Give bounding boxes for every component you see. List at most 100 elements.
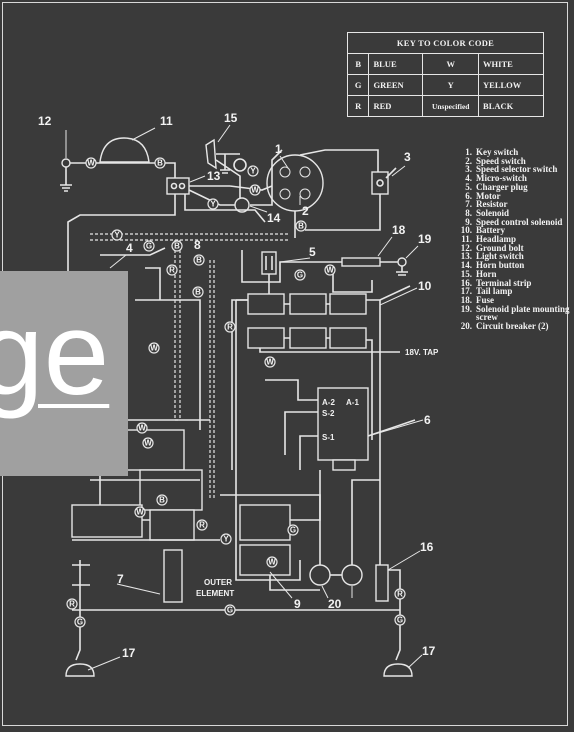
svg-text:W: W [326, 266, 334, 275]
callout-6: 6 [424, 413, 431, 427]
svg-text:W: W [150, 344, 158, 353]
svg-text:W: W [268, 558, 276, 567]
key-color: GREEN [368, 74, 424, 96]
callout-7: 7 [117, 572, 124, 586]
callout-1: 1 [275, 142, 282, 156]
key-code: B [346, 53, 370, 75]
svg-text:B: B [196, 256, 202, 265]
svg-text:W: W [266, 358, 274, 367]
svg-text:G: G [146, 242, 152, 251]
legend-item: 8.Solenoid [465, 207, 510, 218]
svg-text:B: B [157, 159, 163, 168]
legend-item: 19.Solenoid plate mounting screw [460, 303, 570, 323]
key-code: R [346, 95, 370, 117]
svg-text:Y: Y [114, 231, 120, 240]
svg-text:B: B [174, 242, 180, 251]
legend-item: 4.Micro-switch [465, 173, 527, 184]
motor-s1-label: S-1 [322, 433, 335, 442]
callout-15: 15 [224, 111, 238, 125]
motor-a2-label: A-2 [322, 398, 335, 407]
image-overlay-banner: ge [0, 271, 128, 476]
callout-2: 2 [302, 204, 309, 218]
callout-12: 12 [38, 114, 52, 128]
legend-item: 10.Battery [460, 225, 505, 236]
legend-item: 9.Speed control solenoid [465, 216, 563, 227]
svg-text:R: R [199, 521, 205, 530]
svg-text:Y: Y [210, 200, 216, 209]
svg-text:G: G [77, 618, 83, 627]
legend-item: 3.Speed selector switch [465, 164, 558, 175]
key-code: Unspecified [422, 95, 480, 117]
outer-element-label-2: ELEMENT [196, 589, 234, 598]
callout-9: 9 [294, 597, 301, 611]
svg-text:R: R [397, 590, 403, 599]
legend-item: 5.Charger plug [465, 181, 528, 192]
callout-17-left: 17 [122, 646, 136, 660]
color-code-key-table: KEY TO COLOR CODE B BLUE W WHITE G GREEN… [346, 32, 544, 117]
key-row: B BLUE W WHITE [346, 53, 544, 75]
key-code: G [346, 74, 370, 96]
key-row: G GREEN Y YELLOW [346, 74, 544, 96]
legend-item: 13.Light switch [460, 251, 524, 262]
svg-text:R: R [169, 266, 175, 275]
callout-10: 10 [418, 279, 432, 293]
key-code: W [422, 53, 480, 75]
svg-text:W: W [251, 186, 259, 195]
svg-text:B: B [159, 496, 165, 505]
headlamp [98, 137, 152, 164]
legend-item: 11.Headlamp [461, 234, 517, 245]
svg-text:B: B [195, 288, 201, 297]
callout-8: 8 [194, 238, 201, 252]
key-table-title: KEY TO COLOR CODE [347, 32, 544, 54]
key-color: YELLOW [478, 74, 544, 96]
wire-color-tags: W B Y W Y B Y G B B R W B G R W W W W W … [66, 157, 406, 628]
svg-text:W: W [138, 424, 146, 433]
legend-item: 2.Speed switch [465, 155, 526, 166]
key-color: BLUE [368, 53, 424, 75]
callout-20: 20 [328, 597, 342, 611]
callout-14: 14 [267, 211, 281, 225]
legend-item: 6.Motor [465, 190, 501, 201]
legend-item: 20.Circuit breaker (2) [460, 321, 549, 332]
svg-text:R: R [69, 600, 75, 609]
svg-text:G: G [290, 526, 296, 535]
battery-pack [247, 293, 367, 349]
svg-text:G: G [227, 606, 233, 615]
motor-s2-label: S-2 [322, 409, 335, 418]
svg-text:W: W [136, 508, 144, 517]
callout-11: 11 [160, 114, 173, 128]
callout-16: 16 [420, 540, 434, 554]
callout-4: 4 [126, 241, 133, 255]
legend-item: 12.Ground bolt [460, 242, 524, 253]
legend-item: 15.Horn [460, 268, 497, 279]
legend-item: 18.Fuse [460, 294, 494, 305]
legend-item: 16.Terminal strip [460, 277, 532, 288]
key-code: Y [422, 74, 480, 96]
outer-element-label-1: OUTER [204, 578, 232, 587]
overlay-text: ge [0, 288, 110, 420]
key-row: R RED Unspecified BLACK [346, 95, 544, 117]
svg-text:R: R [227, 323, 233, 332]
svg-text:Y: Y [250, 167, 256, 176]
legend-item: 7.Resistor [465, 199, 508, 210]
tap-label: 18V. TAP [405, 348, 439, 357]
callout-numbers: 1 2 3 4 5 6 7 8 9 10 11 12 13 14 15 16 1… [38, 111, 436, 660]
callout-13: 13 [207, 169, 221, 183]
legend-item: 14.Horn button [460, 260, 525, 271]
callout-18: 18 [392, 223, 406, 237]
svg-text:Y: Y [223, 535, 229, 544]
key-color: BLACK [478, 95, 544, 117]
svg-text:G: G [297, 271, 303, 280]
key-color: RED [368, 95, 424, 117]
legend-item: 1.Key switch [465, 147, 519, 157]
callout-3: 3 [404, 150, 411, 164]
svg-text:W: W [87, 159, 95, 168]
key-color: WHITE [478, 53, 544, 75]
motor-a1-label: A-1 [346, 398, 359, 407]
svg-text:W: W [144, 439, 152, 448]
legend-item: 17.Tail lamp [460, 286, 513, 297]
component-legend: 1.Key switch 2.Speed switch 3.Speed sele… [455, 148, 570, 331]
callout-19: 19 [418, 232, 432, 246]
svg-text:G: G [397, 616, 403, 625]
